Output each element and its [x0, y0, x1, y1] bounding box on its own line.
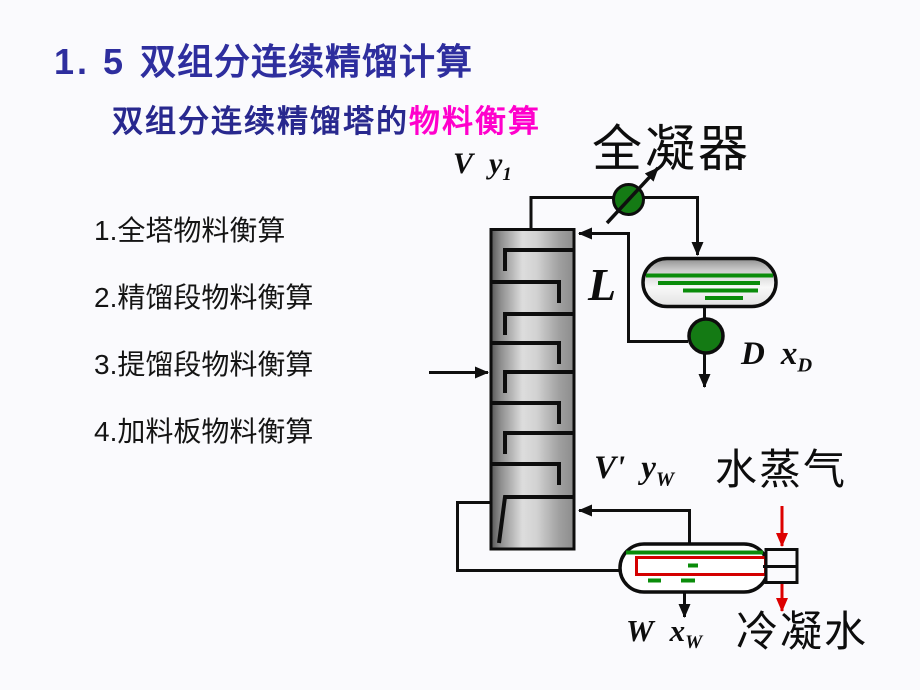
tray-line — [503, 248, 573, 271]
tray-line — [503, 312, 573, 335]
condensate-label: 冷凝水 — [736, 610, 869, 656]
page-title: 1. 5 双组分连续精馏计算 — [54, 33, 473, 85]
bottoms-to-reboiler-pipe — [456, 501, 621, 572]
tray-line-bottom — [497, 495, 573, 544]
subtitle-highlight: 物料衡算 — [409, 104, 541, 139]
column-trays — [492, 248, 573, 544]
boilup-vapor-label: V'yW — [594, 450, 675, 491]
tray-line — [492, 462, 561, 485]
list-item: 1.全塔物料衡算 — [94, 215, 286, 247]
reflux-label: L — [588, 259, 617, 310]
tray-line — [492, 401, 561, 424]
reflux-pipe — [578, 227, 688, 343]
subtitle-prefix: 双组分连续精馏塔的 — [112, 104, 409, 139]
outline-list: 1.全塔物料衡算 2.精馏段物料衡算 3.提馏段物料衡算 4.加料板物料衡算 — [94, 217, 313, 485]
tray-line — [503, 370, 573, 393]
reboiler-liquid-dashes — [648, 563, 698, 583]
condenser-pointer-arrow — [605, 166, 660, 225]
section-number: 1. 5 — [54, 41, 127, 82]
list-item: 3.提馏段物料衡算 — [94, 349, 314, 381]
reflux-pump-icon — [687, 317, 725, 355]
steam-label: 水蒸气 — [715, 448, 848, 494]
page-subtitle: 双组分连续精馏塔的物料衡算 — [112, 96, 541, 141]
tray-line — [492, 280, 561, 303]
condenser-label: 全凝器 — [592, 121, 751, 177]
tray-line — [503, 431, 573, 454]
tray-line — [492, 341, 561, 364]
list-item: 4.加料板物料衡算 — [94, 416, 314, 448]
boilup-vapor-pipe — [578, 504, 691, 546]
drum-liquid — [646, 273, 773, 300]
section-title-text: 双组分连续精馏计算 — [140, 42, 474, 82]
list-item: 2.精馏段物料衡算 — [94, 282, 314, 314]
